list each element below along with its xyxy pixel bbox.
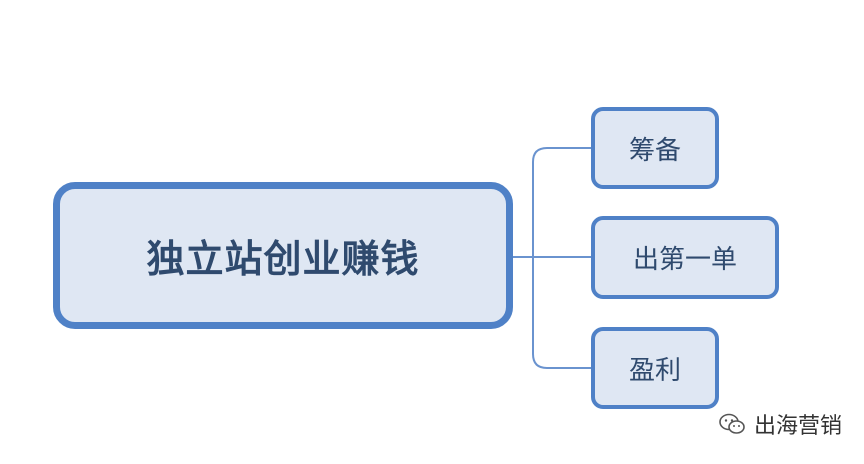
child-node-label: 筹备 [628,135,681,166]
root-node-label: 独立站创业赚钱 [146,237,420,281]
wechat-icon [718,412,746,436]
watermark-text: 出海营销 [753,414,842,439]
child-node-label: 盈利 [628,355,681,386]
root-node[interactable]: 独立站创业赚钱 [53,182,513,329]
child-node-profit[interactable]: 盈利 [591,327,719,409]
child-node-label: 出第一单 [632,245,737,275]
connector-to-child-1 [532,147,591,257]
child-node-preparation[interactable]: 筹备 [591,107,719,189]
child-node-first-order[interactable]: 出第一单 [591,216,779,299]
connector-to-child-3 [532,257,591,369]
watermark: 出海营销 [718,408,842,440]
